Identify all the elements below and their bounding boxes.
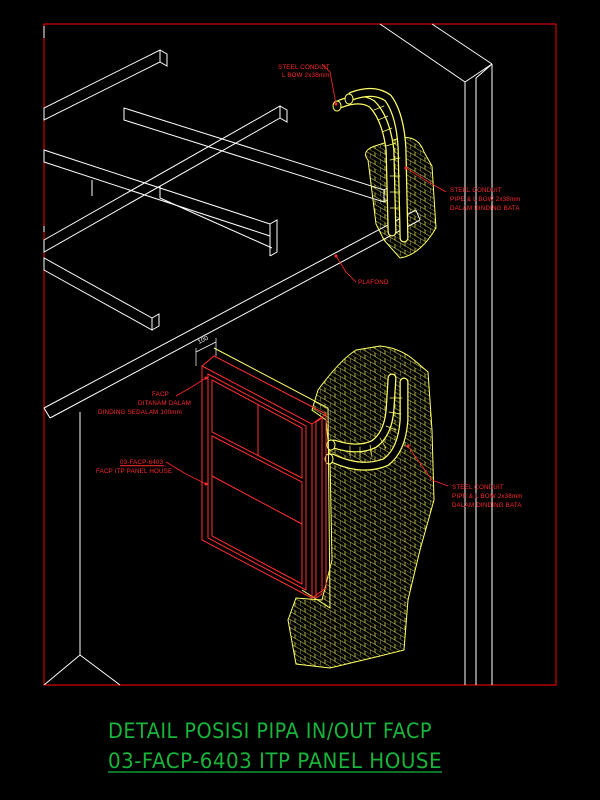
label-facp-line1: FACP (152, 391, 169, 398)
label-facp-line2: DITANAM DALAM (138, 400, 191, 407)
label-conduit-mid-line1: STEEL CONDUIT (450, 187, 502, 194)
label-conduit-mid-line3: DALAM DINDING BATA (450, 205, 520, 212)
label-conduit-top-line1: STEEL CONDUIT (278, 64, 330, 71)
left-wall (43, 412, 121, 686)
conduit-lower (324, 373, 409, 471)
dimension-100 (195, 338, 217, 366)
label-conduit-mid-line2: PIPE & L BOW 2x38mm (450, 196, 521, 203)
drawing-title: DETAIL POSISI PIPA IN/OUT FACP (108, 719, 432, 743)
label-conduit-low-line1: STEEL CONDUIT (452, 484, 504, 491)
label-tag-line2: FACP ITP PANEL HOUSE (96, 468, 172, 475)
label-plafond: PLAFOND (358, 279, 389, 286)
ceiling-grid (43, 26, 392, 331)
conduit-upper (332, 88, 409, 243)
right-wall (379, 23, 493, 685)
facp-panel (201, 347, 331, 609)
drawing-frame (43, 23, 557, 686)
dimension-100-text: 100 (197, 335, 210, 346)
label-tag-line1: 03-FACP-6403 (120, 459, 164, 466)
label-conduit-low-line3: DALAM DINDING BATA (452, 502, 522, 509)
label-facp-line3: DINDING SEDALAM 100mm (98, 409, 182, 416)
leader-lines (165, 63, 449, 487)
drawing-subtitle: 03-FACP-6403 ITP PANEL HOUSE (108, 749, 442, 773)
label-conduit-top-line2: L BOW 2x38mm (282, 72, 330, 79)
leader-arrows (204, 102, 410, 486)
label-conduit-low-line2: PIPE & L BOW 2x38mm (452, 493, 523, 500)
